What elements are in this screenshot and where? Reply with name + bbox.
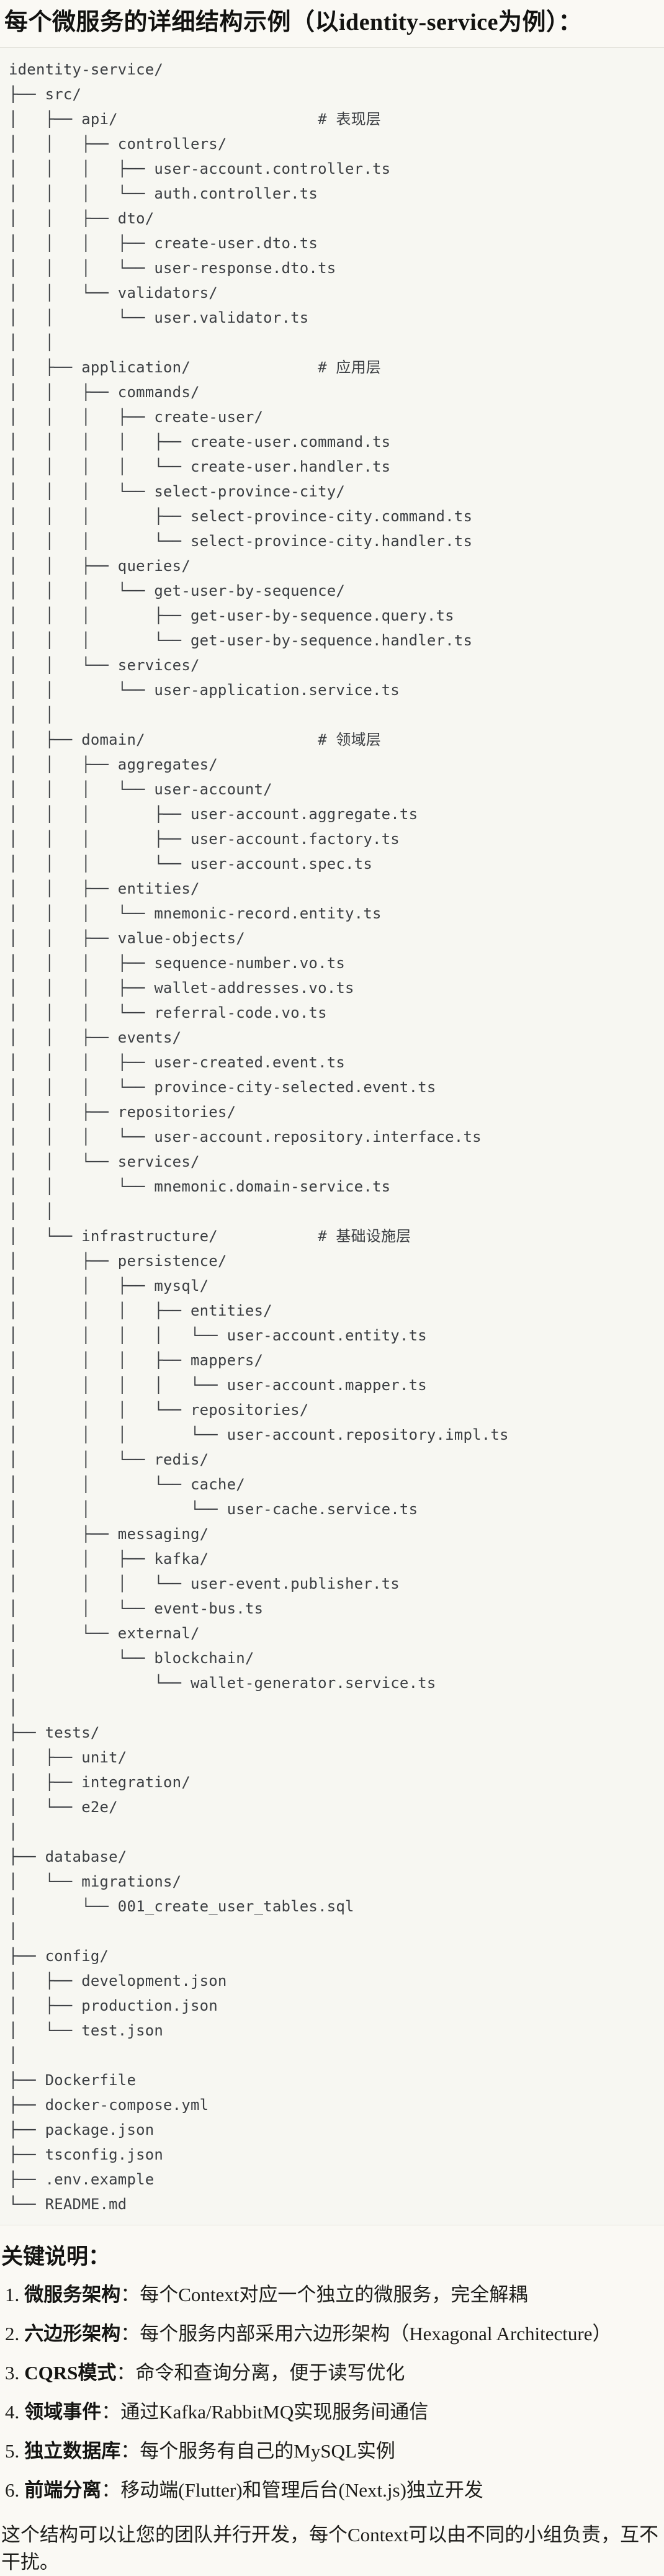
note-number: 6.	[5, 2479, 20, 2501]
note-text: ：通过Kafka/RabbitMQ实现服务间通信	[101, 2401, 429, 2423]
note-term: 六边形架构	[24, 2323, 121, 2345]
directory-tree-code-block: identity-service/ ├── src/ │ ├── api/ # …	[0, 47, 664, 2225]
note-term: 前端分离	[24, 2479, 102, 2501]
note-text: ：命令和查询分离，便于读写优化	[116, 2362, 405, 2384]
note-text: ：每个服务内部采用六边形架构（Hexagonal Architecture）	[120, 2323, 612, 2345]
note-number: 4.	[5, 2401, 20, 2423]
note-item: 6.前端分离：移动端(Flutter)和管理后台(Next.js)独立开发	[5, 2478, 664, 2503]
closing-paragraph: 这个结构可以让您的团队并行开发，每个Context可以由不同的小组负责，互不干扰…	[1, 2524, 659, 2573]
note-number: 2.	[5, 2323, 20, 2345]
note-item: 5.独立数据库：每个服务有自己的MySQL实例	[5, 2439, 664, 2464]
note-text: ：移动端(Flutter)和管理后台(Next.js)独立开发	[101, 2479, 483, 2501]
note-item: 4.领域事件：通过Kafka/RabbitMQ实现服务间通信	[5, 2400, 664, 2425]
note-term: CQRS模式	[24, 2362, 117, 2384]
notes-list: 1.微服务架构：每个Context对应一个独立的微服务，完全解耦 2.六边形架构…	[0, 2282, 664, 2503]
note-term: 独立数据库	[24, 2440, 121, 2462]
note-term: 领域事件	[24, 2401, 102, 2423]
note-item: 3.CQRS模式：命令和查询分离，便于读写优化	[5, 2361, 664, 2385]
note-number: 5.	[5, 2440, 20, 2462]
page-title: 每个微服务的详细结构示例（以identity-service为例）：	[4, 9, 583, 35]
note-item: 2.六边形架构：每个服务内部采用六边形架构（Hexagonal Architec…	[5, 2322, 664, 2346]
notes-heading: 关键说明：	[1, 2245, 110, 2269]
note-number: 1.	[5, 2284, 20, 2305]
note-text: ：每个服务有自己的MySQL实例	[120, 2440, 395, 2462]
note-item: 1.微服务架构：每个Context对应一个独立的微服务，完全解耦	[5, 2282, 664, 2307]
note-number: 3.	[5, 2362, 20, 2384]
directory-tree-text: identity-service/ ├── src/ │ ├── api/ # …	[9, 61, 509, 2213]
note-term: 微服务架构	[24, 2284, 121, 2305]
note-text: ：每个Context对应一个独立的微服务，完全解耦	[120, 2284, 528, 2305]
